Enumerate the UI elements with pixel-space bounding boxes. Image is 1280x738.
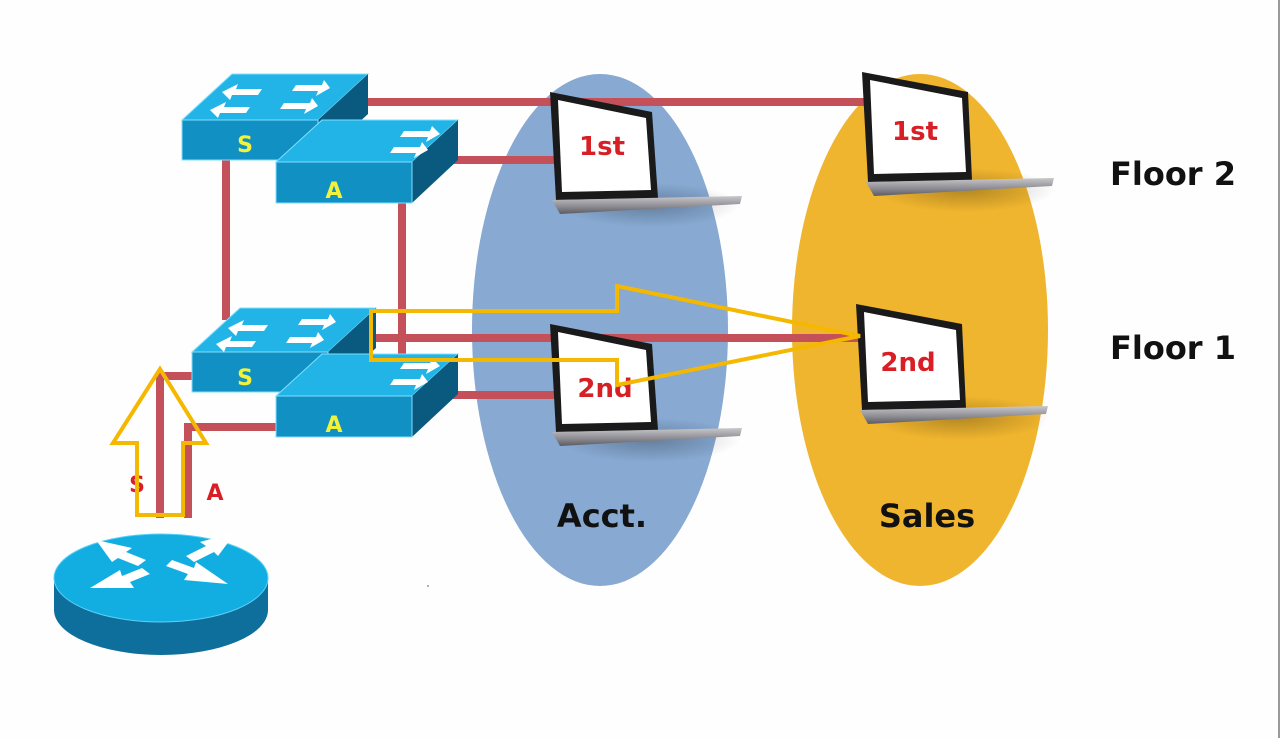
stray-dot bbox=[427, 585, 429, 587]
group-label-sales: Sales bbox=[879, 497, 975, 535]
switch-label: S bbox=[237, 366, 253, 391]
switch-label: S bbox=[237, 133, 253, 158]
laptop-sales-floor2[interactable]: 1st bbox=[862, 72, 1055, 212]
laptop-sales-floor1[interactable]: 2nd bbox=[856, 304, 1050, 440]
switch-floor1-a[interactable]: A bbox=[274, 353, 460, 438]
router[interactable] bbox=[53, 532, 269, 655]
cable-router-a bbox=[184, 423, 276, 518]
highlight-arrow-up bbox=[109, 365, 210, 517]
switch-label: A bbox=[325, 179, 342, 204]
floor-label-1: Floor 1 bbox=[1110, 329, 1236, 367]
router-arrows-icon bbox=[90, 532, 236, 588]
laptop-acct-floor1[interactable]: 2nd bbox=[550, 324, 742, 462]
laptop-acct-floor2[interactable]: 1st bbox=[550, 92, 742, 227]
highlight-arrow-right bbox=[369, 283, 861, 388]
group-label-acct: Acct. bbox=[557, 497, 647, 535]
laptop-label: 1st bbox=[892, 117, 938, 147]
floor-label-2: Floor 2 bbox=[1110, 155, 1236, 193]
laptop-label: 2nd bbox=[577, 374, 632, 404]
router-link-label-a: A bbox=[206, 481, 223, 506]
switch-floor2-a[interactable]: A bbox=[274, 119, 460, 204]
laptop-label: 1st bbox=[579, 132, 625, 162]
switch-label: A bbox=[325, 413, 342, 438]
cable-router-s bbox=[156, 372, 192, 518]
laptop-label: 2nd bbox=[880, 348, 935, 378]
